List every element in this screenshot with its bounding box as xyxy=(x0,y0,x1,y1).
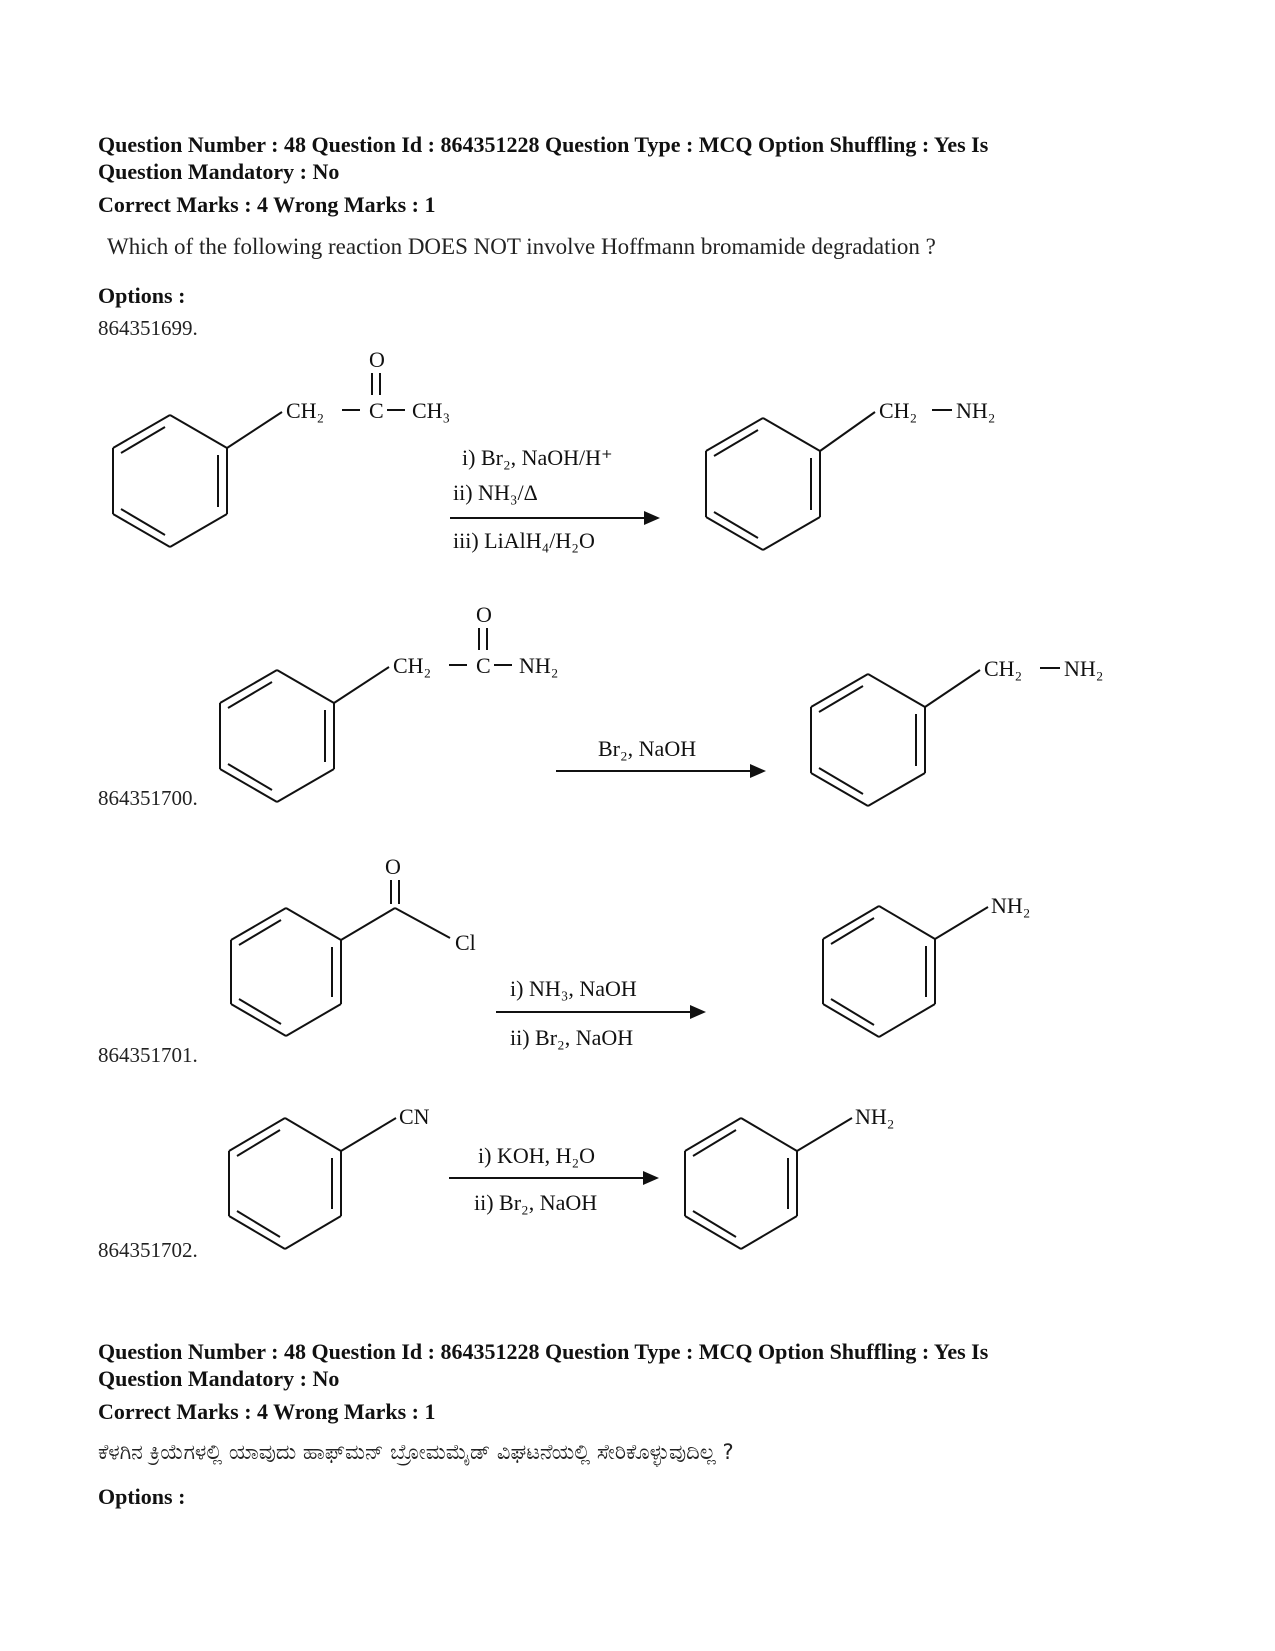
condition-step: ii) NH₃/Δ xyxy=(453,480,538,505)
ch2-group: CH₂ xyxy=(286,398,324,423)
question-header-line1: Question Number : 48 Question Id : 86435… xyxy=(98,132,989,157)
benzene-ring xyxy=(822,905,936,1038)
benzene-ring xyxy=(112,414,228,548)
benzene-ring xyxy=(705,417,821,551)
nh2-group: NH₂ xyxy=(991,893,1030,918)
option-id[interactable]: 864351699. xyxy=(98,316,198,340)
oxygen-atom: O xyxy=(369,347,385,372)
option3-conditions: i) NH₃, NaOH ii) Br₂, NaOH xyxy=(496,976,706,1050)
ch2-group: CH₂ xyxy=(984,656,1022,681)
option2-conditions: Br₂, NaOH xyxy=(556,736,766,778)
nh2-group: NH₂ xyxy=(1064,656,1103,681)
condition-step: i) KOH, H₂O xyxy=(478,1143,595,1168)
option4-reactant: CN xyxy=(228,1104,430,1250)
option2-reactant: CH₂ C O NH₂ xyxy=(219,602,558,803)
oxygen-atom: O xyxy=(385,854,401,879)
chlorine-atom: Cl xyxy=(455,930,476,955)
condition-step: i) Br₂, NaOH/H⁺ xyxy=(462,445,613,470)
question-header-line2: Question Mandatory : No xyxy=(98,159,340,184)
benzene-ring xyxy=(684,1117,798,1250)
ch2-group: CH₂ xyxy=(393,653,431,678)
ch2-group: CH₂ xyxy=(879,398,917,423)
question-text: Which of the following reaction DOES NOT… xyxy=(107,234,936,259)
options-label: Options : xyxy=(98,1484,186,1509)
option-id[interactable]: 864351702. xyxy=(98,1238,198,1262)
option-id[interactable]: 864351701. xyxy=(98,1043,198,1067)
carbonyl-carbon: C xyxy=(476,653,491,678)
option-id[interactable]: 864351700. xyxy=(98,786,198,810)
option2-product: CH₂ NH₂ xyxy=(810,656,1103,807)
option4-conditions: i) KOH, H₂O ii) Br₂, NaOH xyxy=(449,1143,659,1215)
condition-step: ii) Br₂, NaOH xyxy=(474,1190,597,1215)
option3-reactant: O Cl xyxy=(230,854,476,1037)
question-header-line1: Question Number : 48 Question Id : 86435… xyxy=(98,1339,989,1364)
benzene-ring xyxy=(230,907,342,1037)
option3-product: NH₂ xyxy=(822,893,1030,1038)
option1-conditions: i) Br₂, NaOH/H⁺ ii) NH₃/Δ iii) LiAlH₄/H₂… xyxy=(450,445,660,553)
nh2-group: NH₂ xyxy=(956,398,995,423)
nh2-group: NH₂ xyxy=(519,653,558,678)
nh2-group: NH₂ xyxy=(855,1104,894,1129)
cn-group: CN xyxy=(399,1104,430,1129)
condition-step: ii) Br₂, NaOH xyxy=(510,1025,633,1050)
marks-line: Correct Marks : 4 Wrong Marks : 1 xyxy=(98,192,436,217)
benzene-ring xyxy=(228,1117,342,1250)
options-label: Options : xyxy=(98,283,186,308)
benzene-ring xyxy=(810,673,926,807)
condition-step: i) NH₃, NaOH xyxy=(510,976,637,1001)
carbonyl-carbon: C xyxy=(369,398,384,423)
oxygen-atom: O xyxy=(476,602,492,627)
option4-product: NH₂ xyxy=(684,1104,894,1250)
arrow-head xyxy=(690,1005,706,1019)
marks-line: Correct Marks : 4 Wrong Marks : 1 xyxy=(98,1399,436,1424)
condition-step: iii) LiAlH₄/H₂O xyxy=(453,528,595,553)
condition-step: Br₂, NaOH xyxy=(598,736,696,761)
ch3-group: CH₃ xyxy=(412,398,450,423)
arrow-head xyxy=(750,764,766,778)
arrow-head xyxy=(643,1171,659,1185)
question-text-kannada: ಕೆಳಗಿನ ಕ್ರಿಯೆಗಳಲ್ಲಿ ಯಾವುದು ಹಾಫ್‌ಮನ್ ಬ್ರೋ… xyxy=(98,1440,734,1464)
option1-reactant: CH₂ C O CH₃ xyxy=(112,347,450,548)
option1-product: CH₂ NH₂ xyxy=(705,398,995,551)
question-header-line2: Question Mandatory : No xyxy=(98,1366,340,1391)
benzene-ring xyxy=(219,669,335,803)
arrow-head xyxy=(644,511,660,525)
